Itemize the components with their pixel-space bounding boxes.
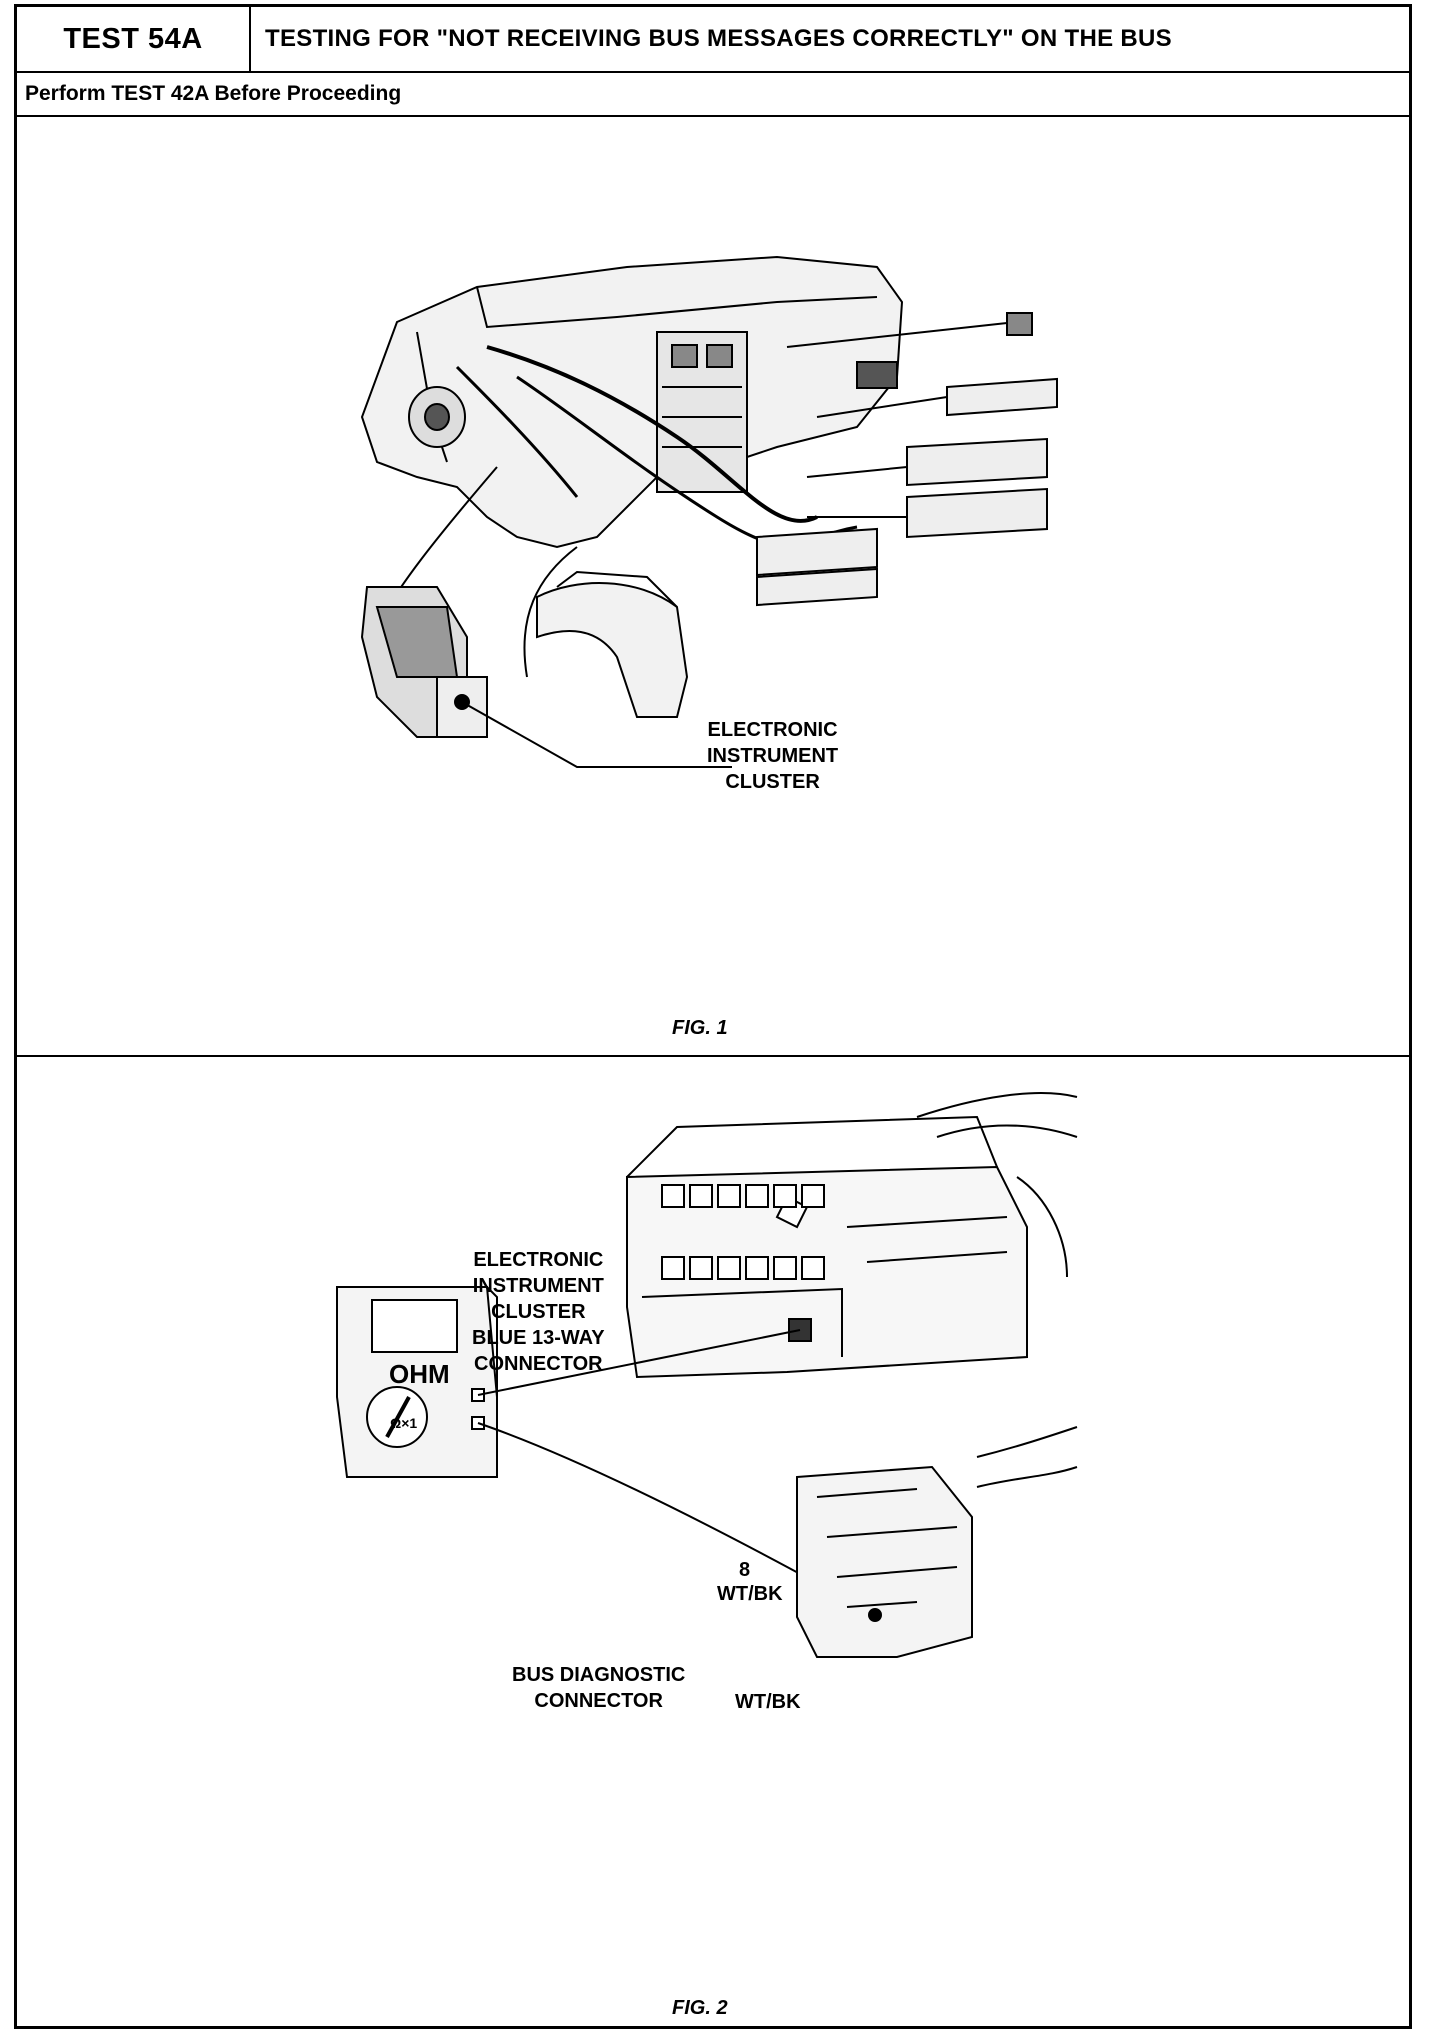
- test-title: TESTING FOR "NOT RECEIVING BUS MESSAGES …: [265, 25, 1172, 52]
- callout-line: CLUSTER: [725, 771, 820, 793]
- label-line: CONNECTOR: [474, 1353, 603, 1375]
- figure-1-panel: ELECTRONIC INSTRUMENT CLUSTER FIG. 1: [17, 117, 1409, 1057]
- callout-line: INSTRUMENT: [707, 745, 839, 767]
- callout-line: ELECTRONIC: [707, 719, 838, 741]
- ohmmeter-connector-illustration: [336, 1092, 1078, 1658]
- label-line: ELECTRONIC: [473, 1249, 604, 1271]
- label-line: CLUSTER: [491, 1301, 586, 1323]
- figure-2-caption: FIG. 2: [672, 1997, 728, 2019]
- header-bar: TEST 54A TESTING FOR "NOT RECEIVING BUS …: [17, 7, 1409, 73]
- bus-diagnostic-label: BUS DIAGNOSTIC CONNECTOR: [512, 1662, 685, 1714]
- label-line: INSTRUMENT: [472, 1275, 604, 1297]
- cluster-connector-label: ELECTRONIC INSTRUMENT CLUSTER BLUE 13-WA…: [472, 1247, 605, 1377]
- label-line: BUS DIAGNOSTIC: [512, 1664, 686, 1686]
- test-id: TEST 54A: [17, 7, 251, 71]
- figure-1-caption: FIG. 1: [672, 1017, 728, 1039]
- dashboard-illustration: [360, 255, 1058, 768]
- figure-2-panel: ELECTRONIC INSTRUMENT CLUSTER BLUE 13-WA…: [17, 1057, 1409, 2026]
- meter-range-label: Ω×1: [390, 1415, 418, 1431]
- prerequisite-note: Perform TEST 42A Before Proceeding: [17, 73, 1409, 117]
- diag-wire-color: WT/BK: [735, 1691, 801, 1713]
- service-manual-page: TEST 54A TESTING FOR "NOT RECEIVING BUS …: [14, 4, 1412, 2029]
- pin-wire-color: WT/BK: [717, 1583, 783, 1605]
- label-line: BLUE 13-WAY: [472, 1327, 605, 1349]
- meter-display-text: OHM: [389, 1359, 450, 1389]
- label-line: CONNECTOR: [534, 1690, 663, 1712]
- cluster-callout: ELECTRONIC INSTRUMENT CLUSTER: [707, 717, 838, 795]
- pin-number: 8: [739, 1559, 751, 1581]
